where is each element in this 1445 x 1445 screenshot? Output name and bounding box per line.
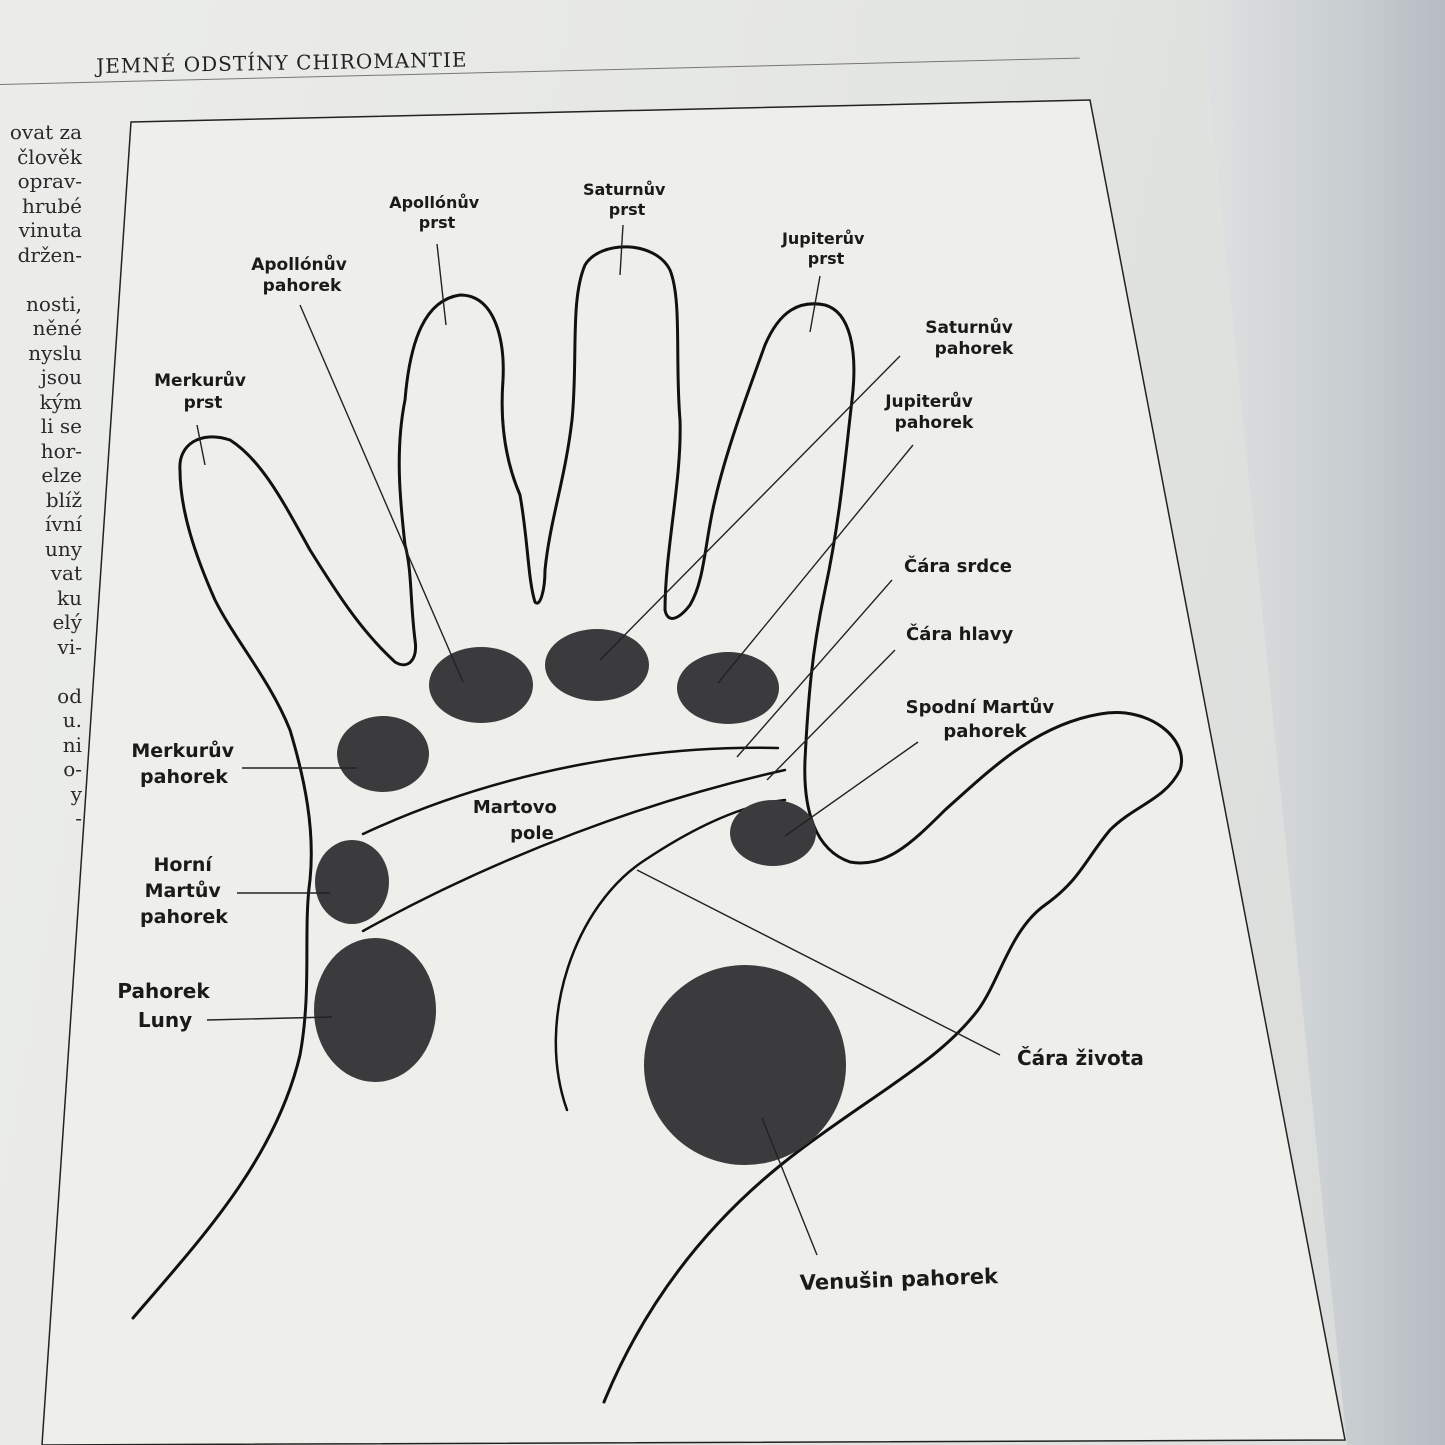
side-text-line: ovat za [9,120,82,144]
jupiter-mount-marker [677,652,779,724]
leader-apollo-finger [436,243,447,326]
label-heart-line: Čára srdce [904,555,1012,577]
label-apollo-mount: Apollónův pahorek [251,253,353,296]
label-upper-mars: Horní Martův pahorek [140,854,228,928]
side-text-line: něné [32,316,82,340]
label-life-line: Čára života [1017,1046,1144,1070]
heart-line [361,746,780,836]
label-mercury-finger: Merkurův prst [154,369,252,413]
mercury-mount-marker [337,716,429,792]
diagram-frame [41,99,1346,1445]
leader-moon-mount [206,1016,333,1021]
moon-mount-marker [314,938,436,1082]
leader-venus-mount [761,1117,818,1256]
side-text-line: držen- [17,242,82,267]
label-moon-mount: Pahorek Luny [117,979,216,1032]
side-text-line: o- [63,757,82,781]
side-text-line: elze [41,463,82,487]
life-line [554,798,787,1112]
leader-apollo-mount [299,304,464,683]
leader-mercury-finger [196,424,206,466]
hand-outline [131,245,1183,1404]
leader-head-line [766,649,896,781]
label-saturn-mount: Saturnův pahorek [925,316,1019,359]
side-text-line: člověk [17,144,82,169]
side-text-line: y [70,781,82,806]
side-text-line: u. [62,708,82,732]
side-text-line: kým [39,389,82,414]
side-text-line: od [57,683,82,708]
saturn-mount-marker [545,629,649,701]
venus-mount-marker [644,965,846,1165]
lower-mars-mount-marker [730,800,816,866]
side-text-line: ívní [45,512,82,536]
side-text-line: ni [62,732,82,757]
leader-jupiter-finger [809,275,821,333]
leader-saturn-finger [619,224,624,276]
side-text-line: vinuta [18,218,82,242]
head-line [361,768,787,933]
upper-mars-mount-marker [315,840,389,924]
label-head-line: Čára hlavy [906,623,1014,645]
side-text-line: vi- [57,634,82,659]
side-text-line: hrubé [22,193,82,218]
side-text-line: blíž [45,487,82,512]
side-text-line: nosti, [26,291,82,316]
label-saturn-finger: Saturnův prst [583,180,671,219]
label-jupiter-finger: Jupiterův prst [781,229,870,268]
label-apollo-finger: Apollónův prst [389,193,485,232]
label-lower-mars: Spodní Martův pahorek [906,696,1061,742]
leader-lower-mars [784,741,919,837]
side-text-line: jsou [40,365,82,389]
label-plain-of-mars: Martovo pole [473,797,563,844]
side-text-line: - [75,806,82,830]
side-text-line: elý [52,610,82,634]
side-text-line: oprav- [17,169,82,193]
apollo-mount-marker [429,647,533,723]
leader-life-line [636,869,1001,1056]
side-text-line: vat [50,561,82,585]
side-text-line: ku [57,585,82,610]
side-text-line: nyslu [28,340,82,365]
label-jupiter-mount: Jupiterův pahorek [884,390,979,433]
leader-saturn-mount [599,355,901,661]
leader-heart-line [736,579,893,758]
label-mercury-mount: Merkurův pahorek [131,739,240,788]
leader-jupiter-mount [717,444,914,684]
side-text-line: uny [44,536,82,561]
side-text-line: hor- [40,438,82,463]
side-text-line: li se [40,414,82,438]
